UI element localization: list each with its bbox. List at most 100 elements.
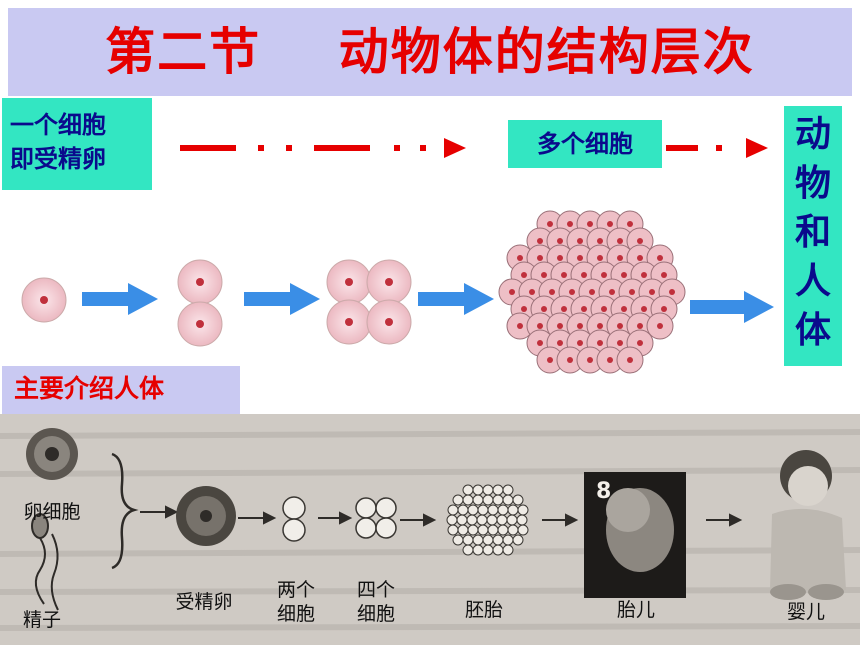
embryo-cell	[512, 534, 524, 546]
textbook-illustration: 8 卵细胞 精子 受精卵 两个 细胞 四个 细胞 胚胎 胎儿 婴儿	[0, 414, 860, 645]
embryo-cell	[487, 504, 499, 516]
embryo-cell	[472, 534, 484, 546]
embryo-cell	[467, 504, 479, 516]
embryo-cell	[456, 514, 468, 526]
cluster-cell-nucleus	[547, 357, 553, 363]
caption-baby: 婴儿	[786, 601, 825, 623]
illustration-art: 8	[0, 428, 860, 631]
cluster-cell-nucleus	[537, 255, 543, 261]
flow-arrow-1	[180, 138, 466, 158]
cluster-cell-nucleus	[541, 272, 547, 278]
cluster-cell-nucleus	[621, 306, 627, 312]
cluster-cell-nucleus	[617, 255, 623, 261]
embryo-cell	[502, 534, 514, 546]
cluster-cell-nucleus	[589, 289, 595, 295]
embryo-cell	[482, 544, 494, 556]
embryo-cell	[502, 484, 514, 496]
single-cell-label-line2: 即受精卵	[10, 145, 106, 173]
cluster-cell-nucleus	[521, 306, 527, 312]
cluster-cell-nucleus	[661, 272, 667, 278]
baby-image	[770, 450, 846, 600]
flow-arrow-2	[666, 138, 768, 158]
sequence-arrows	[140, 505, 743, 527]
embryo-cell	[457, 524, 469, 536]
sperm-image	[31, 513, 59, 611]
cluster-cell-nucleus	[581, 306, 587, 312]
two-cells	[177, 259, 223, 347]
embryo-cell	[517, 524, 529, 536]
embryo-cell	[472, 494, 484, 506]
embryo-cell	[507, 524, 519, 536]
two-cells-image	[282, 496, 306, 542]
stage-arrow-4	[690, 291, 774, 323]
four-cells	[326, 259, 412, 345]
embryo-cell	[516, 514, 528, 526]
cluster-cell-nucleus	[587, 221, 593, 227]
caption-embryo: 胚胎	[464, 599, 503, 621]
cluster-cell-nucleus	[597, 323, 603, 329]
caption-four-cells-line2: 细胞	[356, 603, 395, 625]
cluster-cell-nucleus	[609, 289, 615, 295]
cluster-cell-nucleus	[577, 255, 583, 261]
embryo-cell	[492, 534, 504, 546]
organism-label: 动 物 和 人 体	[784, 106, 842, 366]
caption-sperm: 精子	[22, 609, 61, 631]
cluster-cell-nucleus	[561, 272, 567, 278]
cluster-cell-nucleus	[637, 340, 643, 346]
embryo-cell	[482, 484, 494, 496]
cluster-cell-nucleus	[601, 306, 607, 312]
embryo-cell	[472, 544, 484, 556]
cluster-cell-nucleus	[517, 255, 523, 261]
cluster-cell-nucleus	[641, 272, 647, 278]
page-title: 第二节 动物体的结构层次	[105, 23, 755, 81]
cell-cluster	[498, 210, 686, 374]
egg-cell-image	[26, 428, 78, 480]
cluster-cell-nucleus	[621, 272, 627, 278]
cluster-cell-nucleus	[601, 272, 607, 278]
embryo-cell	[447, 504, 459, 516]
embryo-cell	[482, 494, 494, 506]
stage-arrow-2	[244, 283, 320, 315]
embryo-cell	[457, 504, 469, 516]
embryo-cell	[452, 494, 464, 506]
cluster-cell-nucleus	[567, 221, 573, 227]
cluster-cell-nucleus	[597, 238, 603, 244]
fertilized-egg-image	[176, 486, 236, 546]
cluster-cell-nucleus	[587, 357, 593, 363]
embryo-cell	[446, 514, 458, 526]
organism-char: 物	[794, 163, 831, 204]
embryo-cell	[462, 534, 474, 546]
cluster-cell-nucleus	[537, 238, 543, 244]
cluster-cell-nucleus	[537, 340, 543, 346]
cluster-cell-nucleus	[557, 238, 563, 244]
embryo-cell	[482, 534, 494, 546]
caption-four-cells: 四个 细胞	[346, 578, 406, 626]
single-cell-label: 一个细胞 即受精卵	[2, 98, 152, 190]
cluster-cell-nucleus	[657, 323, 663, 329]
cluster-cell-nucleus	[557, 255, 563, 261]
single-cell	[21, 277, 67, 323]
caption-two-cells-line2: 细胞	[276, 603, 315, 625]
embryo-cell	[462, 484, 474, 496]
brace	[111, 452, 139, 570]
embryo-cell	[497, 504, 509, 516]
cluster-cell-nucleus	[607, 357, 613, 363]
cluster-cell-nucleus	[641, 306, 647, 312]
cluster-cell-nucleus	[577, 340, 583, 346]
caption-two-cells-line1: 两个	[276, 579, 315, 601]
cluster-cell-nucleus	[547, 221, 553, 227]
embryo-cell	[502, 544, 514, 556]
cluster-cell-nucleus	[517, 323, 523, 329]
embryo-cell	[502, 494, 514, 506]
cluster-cell-nucleus	[537, 323, 543, 329]
cluster-cell-nucleus	[637, 238, 643, 244]
caption-fertilized-egg: 受精卵	[175, 591, 233, 613]
cluster-cell-nucleus	[627, 221, 633, 227]
embryo-cell	[462, 494, 474, 506]
cluster-cell-nucleus	[577, 238, 583, 244]
caption-two-cells: 两个 细胞	[266, 578, 326, 626]
four-cells-image	[355, 497, 397, 539]
embryo-cell	[466, 514, 478, 526]
embryo-cell	[492, 494, 504, 506]
embryo-cell	[476, 514, 488, 526]
